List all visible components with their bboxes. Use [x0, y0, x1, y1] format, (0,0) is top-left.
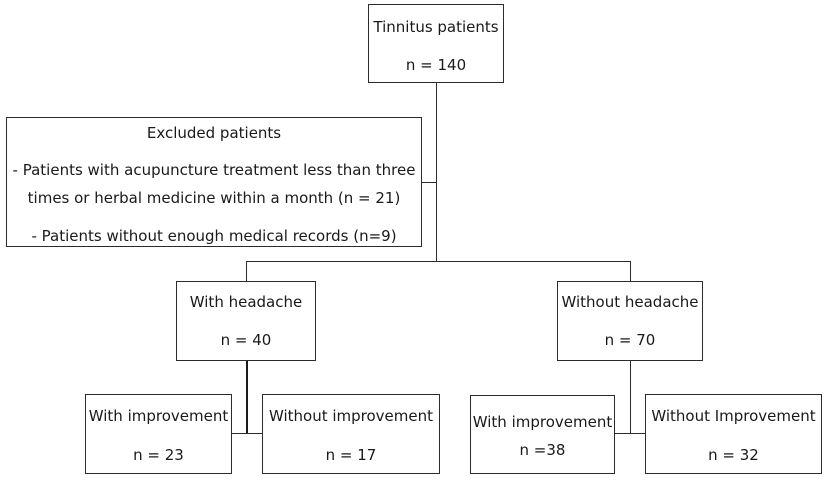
- connector-root-trunk: [436, 82, 437, 261]
- with-headache-count: n = 40: [220, 331, 272, 349]
- with-headache-title: With headache: [189, 293, 303, 311]
- excluded-reason-1-line-1: - Patients with acupuncture treatment le…: [12, 161, 416, 179]
- connector-to-without-headache: [630, 261, 631, 281]
- with-headache-with-improvement-title: With improvement: [88, 407, 229, 425]
- tinnitus-patients-title: Tinnitus patients: [373, 18, 499, 36]
- with-headache-with-improvement-count: n = 23: [133, 446, 184, 464]
- connector-without-headache-right: [630, 433, 646, 434]
- connector-without-headache-left: [614, 433, 631, 434]
- without-headache-count: n = 70: [604, 331, 656, 349]
- excluded-patients-box: Excluded patients - Patients with acupun…: [6, 117, 422, 247]
- tinnitus-patients-count: n = 140: [405, 56, 467, 74]
- without-headache-with-improvement-title: With improvement: [472, 413, 613, 431]
- with-headache-box: With headache n = 40: [176, 281, 316, 361]
- connector-without-headache-down: [630, 360, 631, 434]
- with-headache-without-improvement-title: Without improvement: [268, 407, 434, 425]
- with-headache-with-improvement-box: With improvement n = 23: [85, 394, 232, 474]
- without-headache-with-improvement-count: n =38: [519, 441, 566, 459]
- connector-excluded-branch: [421, 182, 437, 183]
- connector-with-headache-down: [246, 360, 248, 434]
- without-headache-without-improvement-count: n = 32: [708, 446, 759, 464]
- without-headache-without-improvement-title: Without Improvement: [651, 407, 816, 425]
- connector-with-headache-right: [247, 433, 263, 434]
- without-headache-without-improvement-box: Without Improvement n = 32: [645, 394, 822, 474]
- connector-split-horizontal: [246, 261, 631, 262]
- with-headache-without-improvement-box: Without improvement n = 17: [262, 394, 440, 474]
- excluded-reason-1-line-2: times or herbal medicine within a month …: [27, 189, 401, 207]
- connector-with-headache-left: [231, 433, 247, 434]
- connector-to-with-headache: [246, 261, 247, 281]
- without-headache-box: Without headache n = 70: [557, 281, 703, 361]
- tinnitus-patients-box: Tinnitus patients n = 140: [368, 4, 504, 83]
- excluded-reason-2: - Patients without enough medical record…: [31, 227, 397, 245]
- excluded-patients-title: Excluded patients: [146, 124, 282, 142]
- with-headache-without-improvement-count: n = 17: [325, 446, 377, 464]
- without-headache-with-improvement-box: With improvement n =38: [470, 395, 615, 474]
- without-headache-title: Without headache: [561, 293, 699, 311]
